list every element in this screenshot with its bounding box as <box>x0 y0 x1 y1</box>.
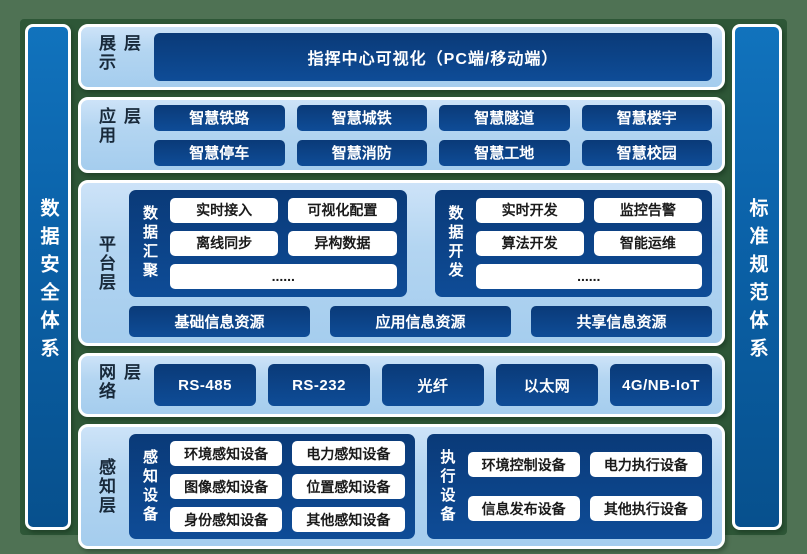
perception-body: 感知设备 环境感知设备 电力感知设备 图像感知设备 位置感知设备 身份感知设备 … <box>129 434 712 539</box>
app-box: 智慧隧道 <box>439 104 570 131</box>
device-pill: 环境控制设备 <box>467 452 580 477</box>
network-layer-panel: 网络层 RS-485 RS-232 光纤 以太网 4G/NB-IoT <box>78 353 725 417</box>
data-development-group: 数据开发 实时开发 监控告警 算法开发 智能运维 ...... <box>434 189 712 297</box>
resource-box: 应用信息资源 <box>330 305 511 337</box>
device-pill: 信息发布设备 <box>467 496 580 521</box>
data-development-label: 数据开发 <box>446 205 464 281</box>
device-pill: 其他执行设备 <box>589 496 702 521</box>
display-layer-panel: 展示层 指挥中心可视化（PC端/移动端） <box>78 24 725 90</box>
capability-pill-more: ...... <box>475 263 702 289</box>
capability-pill: 实时接入 <box>170 197 279 223</box>
network-box: 4G/NB-IoT <box>610 364 712 406</box>
display-layer-label: 展示层 <box>96 34 140 72</box>
perception-layer-label: 感知层 <box>96 458 115 515</box>
data-aggregation-group: 数据汇聚 实时接入 可视化配置 离线同步 异构数据 ...... <box>129 189 407 297</box>
device-pill: 其他感知设备 <box>292 507 405 532</box>
capability-pill: 离线同步 <box>170 230 279 256</box>
capability-pill: 监控告警 <box>593 197 702 223</box>
network-grid: RS-485 RS-232 光纤 以太网 4G/NB-IoT <box>154 364 712 406</box>
network-box: 光纤 <box>382 364 484 406</box>
execution-devices-group: 执行设备 环境控制设备 电力执行设备 信息发布设备 其他执行设备 <box>426 434 712 539</box>
sensing-devices-label: 感知设备 <box>141 448 158 525</box>
app-box: 智慧工地 <box>439 139 570 166</box>
platform-layer-panel: 平台层 数据汇聚 实时接入 可视化配置 离线同步 异构数据 ...... <box>78 180 725 346</box>
data-aggregation-label: 数据汇聚 <box>141 205 158 281</box>
command-center-box: 指挥中心可视化（PC端/移动端） <box>154 33 712 81</box>
aggregation-pill-grid: 实时接入 可视化配置 离线同步 异构数据 ...... <box>170 197 397 289</box>
application-layer-panel: 应用层 智慧铁路 智慧城铁 智慧隧道 智慧楼宇 智慧停车 智慧消防 智慧工地 智… <box>78 97 725 173</box>
standard-spec-sidebar: 标准规范体系 <box>732 24 782 530</box>
device-pill: 电力感知设备 <box>292 441 405 466</box>
data-security-label: 数据安全体系 <box>37 197 59 366</box>
platform-body: 数据汇聚 实时接入 可视化配置 离线同步 异构数据 ...... 数据开发 <box>129 189 712 337</box>
application-layer-label: 应用层 <box>96 107 140 145</box>
device-pill: 图像感知设备 <box>170 474 283 499</box>
sensing-pill-grid: 环境感知设备 电力感知设备 图像感知设备 位置感知设备 身份感知设备 其他感知设… <box>170 441 405 532</box>
capability-pill: 异构数据 <box>288 230 397 256</box>
execution-pill-grid: 环境控制设备 电力执行设备 信息发布设备 其他执行设备 <box>467 441 702 532</box>
capability-pill: 可视化配置 <box>288 197 397 223</box>
app-box: 智慧城铁 <box>296 104 427 131</box>
data-security-sidebar: 数据安全体系 <box>25 24 71 530</box>
resource-box: 共享信息资源 <box>531 305 712 337</box>
app-box: 智慧楼宇 <box>581 104 712 131</box>
layer-stack: 展示层 指挥中心可视化（PC端/移动端） 应用层 智慧铁路 智慧城铁 智慧隧道 … <box>78 24 725 549</box>
perception-layer-panel: 感知层 感知设备 环境感知设备 电力感知设备 图像感知设备 位置感知设备 身份感… <box>78 424 725 549</box>
app-box: 智慧铁路 <box>154 104 285 131</box>
sensing-devices-group: 感知设备 环境感知设备 电力感知设备 图像感知设备 位置感知设备 身份感知设备 … <box>129 434 415 539</box>
application-grid: 智慧铁路 智慧城铁 智慧隧道 智慧楼宇 智慧停车 智慧消防 智慧工地 智慧校园 <box>154 104 712 166</box>
capability-pill: 算法开发 <box>475 230 584 256</box>
platform-groups: 数据汇聚 实时接入 可视化配置 离线同步 异构数据 ...... 数据开发 <box>129 189 712 297</box>
app-box: 智慧校园 <box>581 139 712 166</box>
execution-devices-label: 执行设备 <box>438 448 456 525</box>
capability-pill-more: ...... <box>170 263 397 289</box>
information-resources-row: 基础信息资源 应用信息资源 共享信息资源 <box>129 305 712 337</box>
network-layer-label: 网络层 <box>96 363 140 401</box>
development-pill-grid: 实时开发 监控告警 算法开发 智能运维 ...... <box>475 197 702 289</box>
capability-pill: 智能运维 <box>593 230 702 256</box>
platform-layer-label: 平台层 <box>96 234 115 292</box>
standard-spec-label: 标准规范体系 <box>746 197 768 366</box>
device-pill: 位置感知设备 <box>292 474 405 499</box>
device-pill: 电力执行设备 <box>589 452 702 477</box>
network-box: RS-485 <box>154 364 256 406</box>
capability-pill: 实时开发 <box>475 197 584 223</box>
device-pill: 环境感知设备 <box>170 441 283 466</box>
network-box: 以太网 <box>496 364 598 406</box>
architecture-diagram: 数据安全体系 展示层 指挥中心可视化（PC端/移动端） 应用层 智慧铁路 智慧城… <box>20 19 787 549</box>
app-box: 智慧消防 <box>296 139 427 166</box>
app-box: 智慧停车 <box>154 139 285 166</box>
resource-box: 基础信息资源 <box>129 305 310 337</box>
network-box: RS-232 <box>268 364 370 406</box>
device-pill: 身份感知设备 <box>170 507 283 532</box>
